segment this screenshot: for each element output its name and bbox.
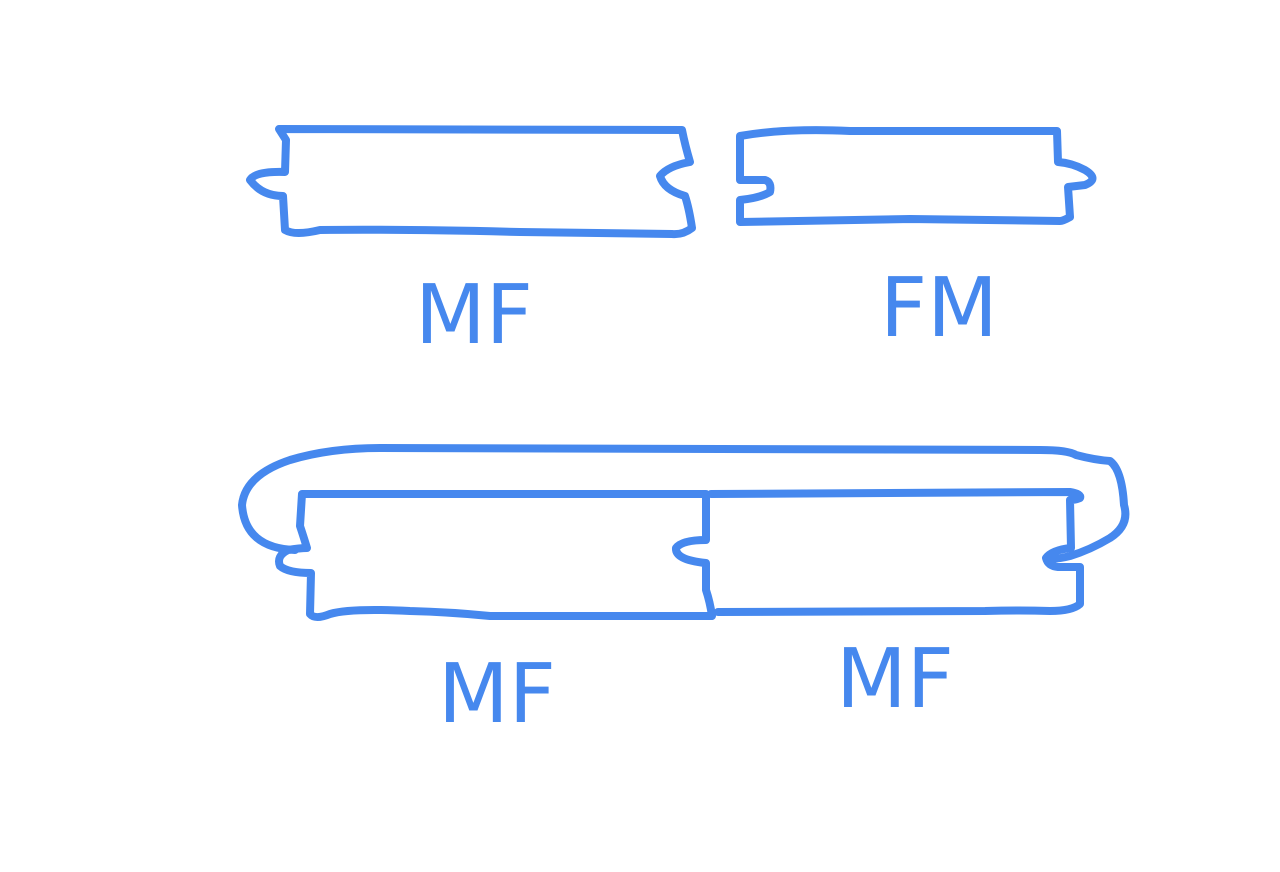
puzzle-piece-top-right <box>736 126 1097 226</box>
piece-label: MF <box>836 632 954 727</box>
piece-label: MF <box>438 647 556 742</box>
connector-loop <box>238 444 1130 563</box>
piece-label: FM <box>880 261 998 356</box>
puzzle-piece-top-left <box>246 125 696 239</box>
puzzle-piece-bottom-right <box>707 488 1085 616</box>
piece-label: MF <box>415 268 533 363</box>
puzzle-piece-bottom-left <box>275 490 716 621</box>
